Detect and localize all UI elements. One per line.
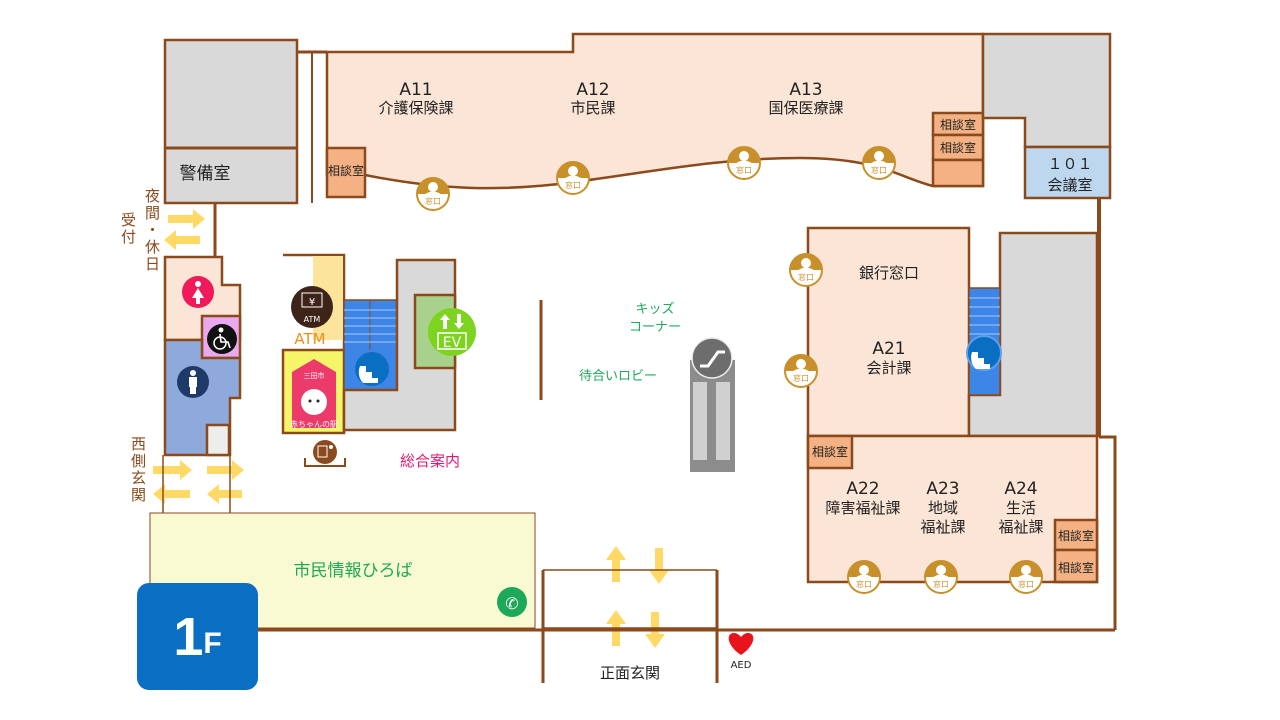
svg-text:正面玄関: 正面玄関 <box>600 664 660 682</box>
svg-text:赤ちゃんの駅: 赤ちゃんの駅 <box>290 420 338 429</box>
night-entrance-label-line1: 夜間・休日 <box>143 188 161 273</box>
window-staff-icon[interactable]: 窓口 <box>1009 560 1043 594</box>
window-staff-icon[interactable]: 窓口 <box>789 253 823 287</box>
consult-room-a13-1[interactable]: 相談室 <box>931 111 985 137</box>
stairs-icon <box>355 352 389 386</box>
svg-text:A22: A22 <box>846 479 879 499</box>
atm-icon[interactable]: ¥ ATM <box>291 286 333 328</box>
consult-room-a24-2[interactable]: 相談室 <box>1053 548 1099 584</box>
a22-a24-room[interactable] <box>806 434 1099 584</box>
male-toilet-icon <box>177 366 209 398</box>
window-staff-icon[interactable]: 窓口 <box>847 560 881 594</box>
svg-text:窓口: 窓口 <box>736 165 752 175</box>
svg-text:相談室: 相談室 <box>812 444 848 459</box>
kids-corner-label: キッズ <box>635 301 674 317</box>
info-desk-icon <box>313 440 337 464</box>
escalator-icon <box>691 337 733 379</box>
baby-station[interactable]: 三田市 赤ちゃんの駅 <box>281 348 346 435</box>
consult-room-a11[interactable]: 相談室 <box>325 146 367 199</box>
window-staff-icon[interactable]: 窓口 <box>727 146 761 180</box>
west-entrance-label: 西側玄関 <box>129 436 147 504</box>
svg-text:銀行窓口: 銀行窓口 <box>859 264 919 282</box>
svg-text:三田市: 三田市 <box>304 371 325 380</box>
svg-text:窓口: 窓口 <box>933 579 949 589</box>
svg-text:地域: 地域 <box>928 499 958 517</box>
svg-text:A23: A23 <box>926 479 959 499</box>
a12-name: 市民課 <box>570 99 615 117</box>
top-office-area[interactable] <box>325 32 985 190</box>
guard-room-label: 警備室 <box>180 164 231 184</box>
svg-text:EV: EV <box>443 335 462 351</box>
a21-room[interactable]: 銀行窓口 A21 会計課 <box>806 226 971 438</box>
svg-text:障害福祉課: 障害福祉課 <box>825 499 900 517</box>
svg-text:窓口: 窓口 <box>793 373 809 383</box>
elevator-icon[interactable]: EV <box>428 308 476 356</box>
svg-text:窓口: 窓口 <box>1018 579 1034 589</box>
storage-room <box>931 158 985 188</box>
svg-text:生活: 生活 <box>1006 499 1036 517</box>
stairs-left[interactable] <box>343 299 398 391</box>
consult-room-a22[interactable]: 相談室 <box>806 434 854 470</box>
a11-code: A11 <box>399 80 432 100</box>
svg-text:¥: ¥ <box>309 297 315 308</box>
svg-text:窓口: 窓口 <box>871 165 887 175</box>
stairs-icon <box>966 335 1002 371</box>
svg-text:福祉課: 福祉課 <box>998 518 1043 536</box>
svg-text:相談室: 相談室 <box>940 140 976 155</box>
svg-text:コーナー: コーナー <box>629 320 681 335</box>
gray-area-top-right <box>981 32 1112 149</box>
female-toilet-icon <box>182 276 214 308</box>
svg-text:A24: A24 <box>1004 479 1037 499</box>
atm-label: ATM <box>294 330 325 348</box>
svg-text:総合案内: 総合案内 <box>400 452 460 470</box>
escalator[interactable] <box>690 337 735 472</box>
consult-room-a24-1[interactable]: 相談室 <box>1053 518 1099 552</box>
lobby-label: 待合いロビー <box>579 369 657 384</box>
night-entrance-label-line2: 受付 <box>119 212 137 246</box>
aed[interactable]: AED <box>728 633 754 671</box>
svg-text:１０１: １０１ <box>1047 155 1092 173</box>
aed-heart-icon <box>728 633 754 655</box>
svg-text:会議室: 会議室 <box>1047 176 1092 194</box>
svg-text:相談室: 相談室 <box>940 117 976 132</box>
phone-icon: ✆ <box>497 587 527 617</box>
meeting-room-101[interactable]: １０１ 会議室 <box>1023 145 1112 200</box>
a13-code: A13 <box>789 80 822 100</box>
a11-name: 介護保険課 <box>378 99 453 117</box>
svg-text:ATM: ATM <box>304 315 321 324</box>
svg-text:窓口: 窓口 <box>856 579 872 589</box>
svg-text:窓口: 窓口 <box>565 180 581 190</box>
svg-text:相談室: 相談室 <box>1058 528 1094 543</box>
svg-text:相談室: 相談室 <box>1058 560 1094 575</box>
guard-room[interactable]: 警備室 <box>163 38 299 205</box>
window-staff-icon[interactable]: 窓口 <box>416 177 450 211</box>
svg-text:相談室: 相談室 <box>328 163 364 178</box>
baby-station-icon <box>301 389 327 415</box>
svg-text:A21: A21 <box>872 339 905 359</box>
svg-text:✆: ✆ <box>505 594 518 613</box>
window-staff-icon[interactable]: 窓口 <box>556 161 590 195</box>
a13-name: 国保医療課 <box>768 99 843 117</box>
svg-text:市民情報ひろば: 市民情報ひろば <box>294 561 413 581</box>
svg-text:AED: AED <box>731 660 752 671</box>
main-entrance[interactable]: 正面玄関 <box>541 569 719 683</box>
svg-text:窓口: 窓口 <box>425 196 441 206</box>
window-staff-icon[interactable]: 窓口 <box>784 354 818 388</box>
a12-code: A12 <box>576 80 609 100</box>
window-staff-icon[interactable]: 窓口 <box>862 146 896 180</box>
stairs-right[interactable] <box>966 287 1002 396</box>
consult-room-a13-2[interactable]: 相談室 <box>931 133 985 162</box>
svg-text:福祉課: 福祉課 <box>920 518 965 536</box>
svg-text:会計課: 会計課 <box>866 359 911 377</box>
svg-text:窓口: 窓口 <box>798 272 814 282</box>
accessible-toilet-icon <box>207 324 237 354</box>
info-desk[interactable]: 総合案内 <box>304 440 460 470</box>
window-staff-icon[interactable]: 窓口 <box>924 560 958 594</box>
